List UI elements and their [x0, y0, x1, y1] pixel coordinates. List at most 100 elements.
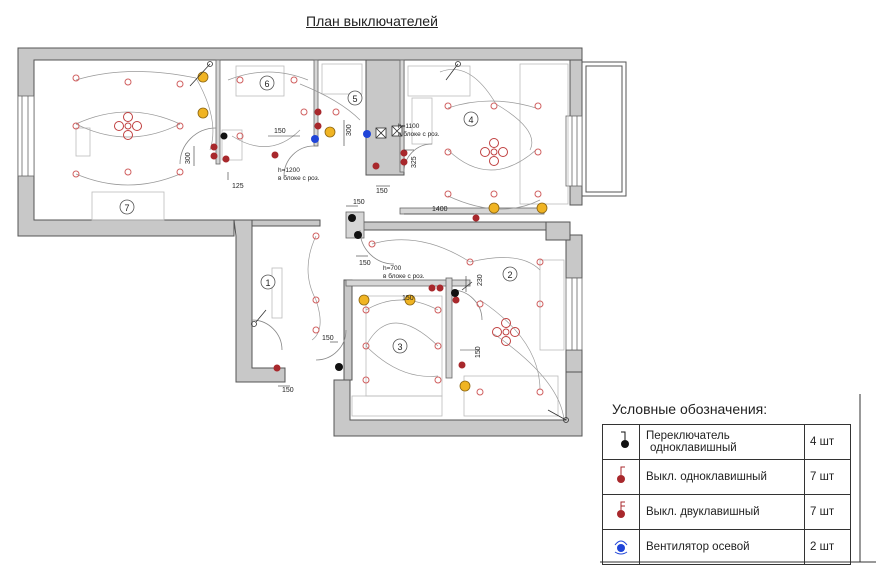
vents [375, 125, 403, 139]
dimension-label: 150 [402, 295, 414, 302]
light-point [434, 376, 442, 384]
switch-icon [273, 364, 281, 372]
legend-title: Условные обозначения: [612, 401, 768, 417]
legend-symbol [602, 494, 640, 530]
switch-icon [210, 143, 218, 151]
legend-symbol [602, 529, 640, 565]
legend-count: 7 шт [804, 459, 851, 495]
light-point [362, 306, 370, 314]
wall-lamps [197, 71, 548, 392]
balcony [581, 61, 627, 197]
light-point [332, 108, 340, 116]
switch-icon [458, 361, 466, 369]
light-point [72, 122, 80, 130]
light-point [368, 240, 376, 248]
light-point [434, 306, 442, 314]
switch-icon [472, 214, 480, 222]
dimension-labels: 150 300 125 150 300 325 150 150 1400 150… [185, 124, 484, 394]
room-number: 7 [124, 203, 129, 213]
switch-icon [314, 108, 322, 116]
light-point [444, 102, 452, 110]
switches-black [220, 132, 459, 371]
light-point [72, 170, 80, 178]
fan-icon [363, 130, 371, 138]
legend-name-line2: одноклавишный [650, 442, 737, 454]
wall-lamp-icon [404, 294, 416, 306]
legend-symbol [602, 459, 640, 495]
switch-changeover-icon [220, 132, 228, 140]
light-point [176, 122, 184, 130]
switch-changeover-icon [335, 363, 343, 371]
wall-lamp-icon [536, 202, 548, 214]
legend-name: Вентилятор осевой [639, 529, 805, 565]
light-point [300, 108, 308, 116]
light-point [476, 388, 484, 396]
chandelier-icon [114, 112, 142, 140]
room-number: 4 [468, 115, 473, 125]
note-height: h=1200 [278, 167, 300, 174]
light-point [312, 296, 320, 304]
switch-icon [436, 284, 444, 292]
dimension-label: 125 [232, 183, 244, 190]
switch-changeover-icon [354, 231, 362, 239]
light-point [536, 258, 544, 266]
switch-icon [428, 284, 436, 292]
light-point [534, 148, 542, 156]
legend-row: Вентилятор осевой 2 шт [602, 529, 851, 565]
light-point [312, 326, 320, 334]
light-point [362, 376, 370, 384]
chandelier-icon [480, 138, 508, 166]
wall-lamp-icon [324, 126, 336, 138]
legend-count: 4 шт [804, 424, 851, 460]
light-point [536, 388, 544, 396]
light-point [176, 168, 184, 176]
switch-icon [452, 296, 460, 304]
light-point [290, 76, 298, 84]
note-height: h=700 [383, 265, 402, 272]
light-point [72, 74, 80, 82]
light-point [534, 190, 542, 198]
light-point [236, 132, 244, 140]
dimension-label: 150 [282, 387, 294, 394]
note-height: h=1100 [398, 123, 420, 130]
note-block: в блоке с роз. [398, 130, 440, 138]
switch-icon [210, 152, 218, 160]
fan-icon [311, 135, 319, 143]
dimension-label: 150 [359, 260, 371, 267]
wall-lamp-icon [197, 107, 209, 119]
windows [17, 95, 583, 351]
chandeliers [114, 112, 520, 346]
dimension-label: 150 [475, 346, 482, 358]
light-point [124, 78, 132, 86]
light-point [434, 342, 442, 350]
legend-count: 7 шт [804, 494, 851, 530]
room-number: 6 [264, 79, 269, 89]
room-number: 1 [265, 278, 270, 288]
light-point [444, 148, 452, 156]
wall-lamp-icon [358, 294, 370, 306]
light-point [176, 80, 184, 88]
switch-changeover-icon [348, 214, 356, 222]
wall-lamp-icon [197, 71, 209, 83]
legend-row: Переключатель одноклавишный 4 шт [602, 424, 851, 460]
height-notes: h=1200 в блоке с роз. h=1100 в блоке с р… [278, 123, 440, 280]
room-number: 5 [352, 94, 357, 104]
light-point [124, 168, 132, 176]
light-point [490, 102, 498, 110]
walls [17, 47, 583, 437]
chandelier-icon [492, 318, 520, 346]
dimension-label: 150 [376, 188, 388, 195]
legend-row: Выкл. одноклавишный 7 шт [602, 459, 851, 495]
dimension-label: 230 [477, 274, 484, 286]
light-point [236, 76, 244, 84]
room-number: 2 [507, 270, 512, 280]
switch-changeover-icon [621, 431, 629, 448]
entry-arrows [189, 61, 569, 423]
light-points [72, 74, 544, 396]
dimension-label: 300 [185, 152, 192, 164]
switch-double-icon [617, 501, 625, 518]
switch-icon [271, 151, 279, 159]
legend-table: Переключатель одноклавишный 4 шт Выкл. о… [602, 424, 851, 565]
dimension-label: 150 [353, 199, 365, 206]
